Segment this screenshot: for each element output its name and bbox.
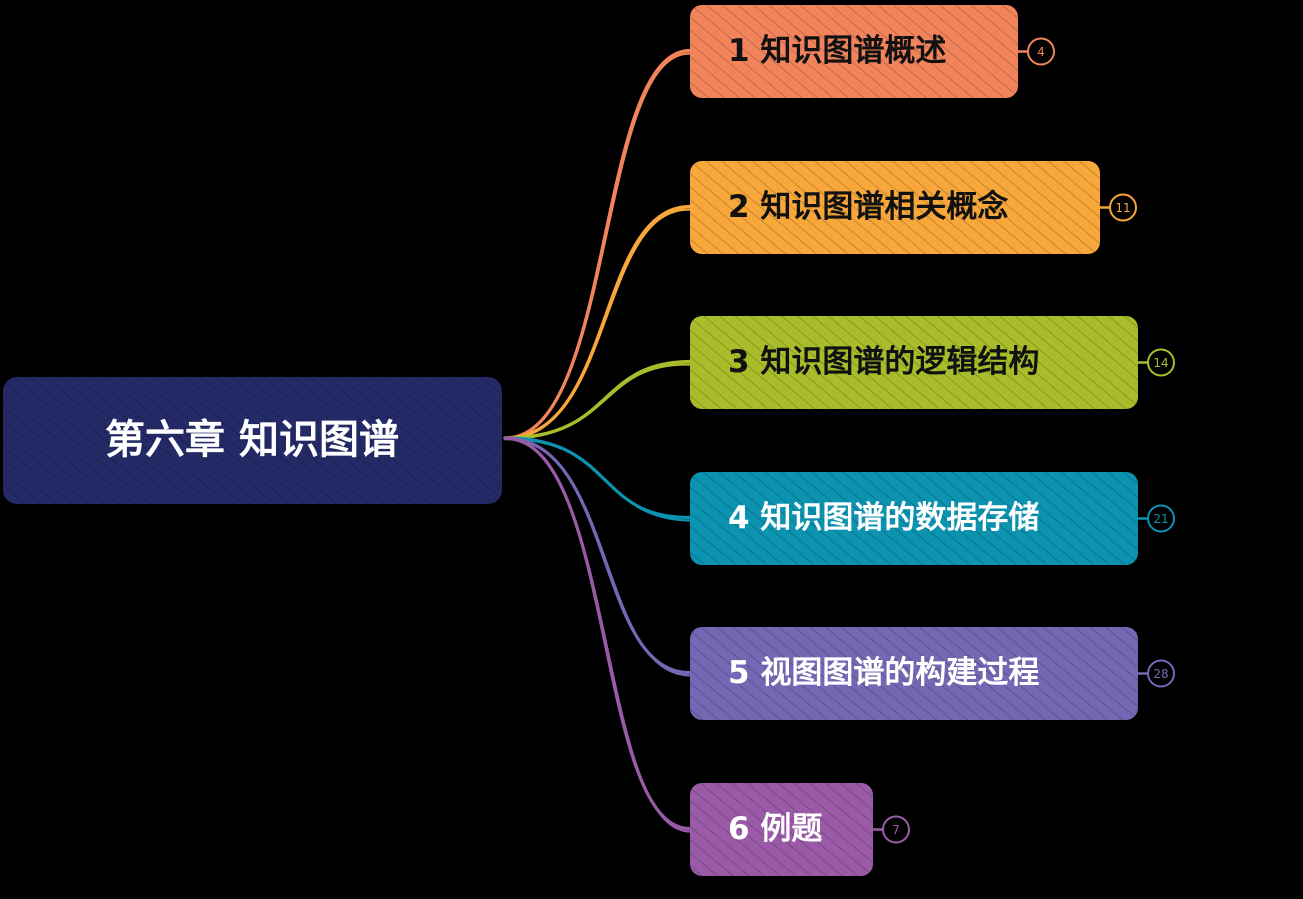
branch-node-5[interactable]: 5 视图图谱的构建过程 28 [690, 627, 1175, 720]
child-count-badge[interactable]: 28 [1138, 659, 1175, 688]
badge-circle [1109, 193, 1137, 222]
branch-node-label: 4 知识图谱的数据存储 [728, 500, 1039, 536]
root-node[interactable]: 第六章 知识图谱 [3, 377, 502, 504]
badge-circle [1147, 504, 1175, 533]
child-count-badge[interactable]: 4 [1018, 37, 1055, 66]
branch-connector-2 [503, 208, 692, 441]
branch-node-hatch [690, 783, 873, 876]
badge-circle [1027, 37, 1055, 66]
badge-count: 28 [1153, 667, 1168, 681]
branch-node-hatch [690, 316, 1138, 409]
badge-count: 4 [1037, 45, 1045, 59]
child-count-badge[interactable]: 11 [1100, 193, 1137, 222]
branch-connector-5 [503, 437, 692, 677]
badge-circle [882, 815, 910, 844]
branch-connector-6 [503, 437, 692, 833]
branch-connector-1 [503, 52, 692, 441]
branch-connector-3 [503, 363, 692, 441]
branch-node-hatch [690, 627, 1138, 720]
root-node-hatch [3, 377, 502, 504]
badge-circle [1147, 348, 1175, 377]
branch-node-hatch [690, 472, 1138, 565]
branch-connector-1 [503, 48, 692, 440]
branch-node-label: 6 例题 [728, 811, 822, 847]
root-node-label: 第六章 知识图谱 [105, 417, 399, 463]
branch-node-label: 2 知识图谱相关概念 [728, 189, 1008, 225]
branch-node-label: 3 知识图谱的逻辑结构 [728, 344, 1039, 380]
branch-nodes: 1 知识图谱概述 4 2 知识图谱相关概念 11 3 知识图谱的逻辑结构 14 4 知识图谱… [690, 5, 1175, 876]
branch-connector-4 [503, 437, 692, 522]
branch-node-4[interactable]: 4 知识图谱的数据存储 21 [690, 472, 1175, 565]
branch-node-hatch [690, 161, 1100, 254]
branch-node-hatch [690, 5, 1018, 98]
branch-node-label: 5 视图图谱的构建过程 [728, 655, 1039, 691]
badge-count: 21 [1153, 512, 1168, 526]
child-count-badge[interactable]: 14 [1138, 348, 1175, 377]
branch-node-2[interactable]: 2 知识图谱相关概念 11 [690, 161, 1137, 254]
branch-node-6[interactable]: 6 例题 7 [690, 783, 910, 876]
branch-node-3[interactable]: 3 知识图谱的逻辑结构 14 [690, 316, 1175, 409]
branch-node-1[interactable]: 1 知识图谱概述 4 [690, 5, 1055, 98]
badge-circle [1147, 659, 1175, 688]
badge-count: 11 [1115, 201, 1130, 215]
branch-connector-6 [503, 436, 692, 831]
branch-node-label: 1 知识图谱概述 [728, 33, 946, 69]
connector-lines [503, 48, 692, 833]
child-count-badge[interactable]: 7 [873, 815, 910, 844]
badge-count: 7 [892, 823, 900, 837]
badge-count: 14 [1153, 356, 1168, 370]
child-count-badge[interactable]: 21 [1138, 504, 1175, 533]
